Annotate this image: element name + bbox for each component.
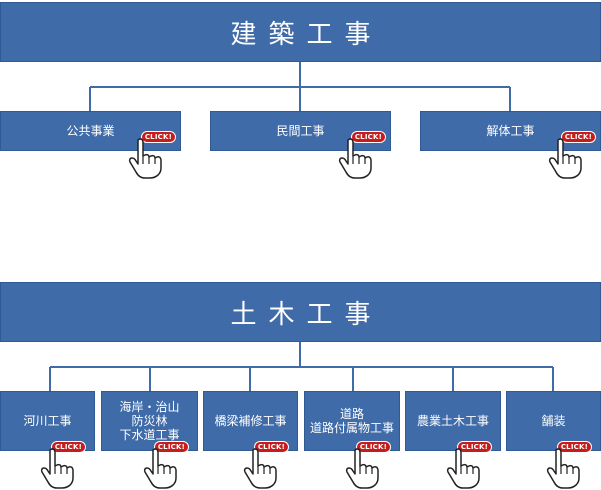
civil-item-agricultural-works[interactable]: 農業土木工事 CLICK! bbox=[405, 391, 501, 489]
pointing-hand-icon bbox=[143, 448, 177, 489]
civil-item-bridge-repair[interactable]: 橋梁補修工事 CLICK! bbox=[203, 391, 298, 489]
click-badge: CLICK! bbox=[140, 131, 176, 143]
civil-item-road-works[interactable]: 道路 道路付属物工事 CLICK! bbox=[304, 391, 400, 489]
civil-header: 土木工事 bbox=[0, 282, 601, 342]
civil-item-paving[interactable]: 舗装 CLICK! bbox=[506, 391, 601, 489]
construction-item-demolition[interactable]: 解体工事 CLICK! bbox=[420, 111, 601, 179]
item-label: 海岸・治山 防災林 下水道工事 bbox=[119, 400, 179, 442]
pointing-hand-icon bbox=[338, 138, 372, 179]
construction-title: 建築工事 bbox=[230, 19, 383, 50]
construction-item-private-works[interactable]: 民間工事 CLICK! bbox=[210, 111, 391, 179]
item-label: 農業土木工事 bbox=[417, 414, 489, 428]
item-label: 公共事業 bbox=[66, 124, 115, 138]
item-label-line: 河川工事 bbox=[23, 414, 72, 428]
click-badge: CLICK! bbox=[153, 441, 189, 453]
civil-title: 土木工事 bbox=[230, 299, 383, 330]
civil-item-coastal-erosion[interactable]: 海岸・治山 防災林 下水道工事 CLICK! bbox=[101, 391, 198, 489]
item-label-line: 橋梁補修工事 bbox=[214, 414, 287, 428]
click-badge: CLICK! bbox=[355, 441, 391, 453]
click-badge: CLICK! bbox=[350, 131, 386, 143]
item-label-line: 道路付属物工事 bbox=[309, 421, 394, 435]
pointing-hand-icon bbox=[546, 448, 580, 489]
item-label: 舗装 bbox=[541, 414, 565, 428]
pointing-hand-icon bbox=[128, 138, 162, 179]
item-label: 河川工事 bbox=[23, 414, 71, 428]
pointing-hand-icon bbox=[40, 448, 74, 489]
item-label: 民間工事 bbox=[276, 124, 325, 138]
construction-item-public-works[interactable]: 公共事業 CLICK! bbox=[0, 111, 181, 179]
click-badge: CLICK! bbox=[50, 441, 86, 453]
pointing-hand-icon bbox=[243, 448, 277, 489]
click-badge: CLICK! bbox=[556, 441, 592, 453]
pointing-hand-icon bbox=[446, 448, 480, 489]
click-badge: CLICK! bbox=[456, 441, 492, 453]
item-label-line: 道路 bbox=[339, 407, 364, 421]
item-label-line: 下水道工事 bbox=[119, 428, 180, 442]
pointing-hand-icon bbox=[548, 138, 582, 179]
click-badge: CLICK! bbox=[560, 131, 596, 143]
click-badge: CLICK! bbox=[253, 441, 289, 453]
item-label-line: 農業土木工事 bbox=[416, 414, 489, 428]
construction-header: 建築工事 bbox=[0, 2, 601, 62]
item-label-line: 舗装 bbox=[541, 414, 566, 428]
item-label: 解体工事 bbox=[486, 124, 535, 138]
item-label-line: 海岸・治山 bbox=[119, 400, 180, 414]
item-label-line: 防災林 bbox=[131, 414, 168, 428]
pointing-hand-icon bbox=[345, 448, 379, 489]
item-label: 道路 道路付属物工事 bbox=[310, 407, 394, 435]
civil-item-river-works[interactable]: 河川工事 CLICK! bbox=[0, 391, 95, 489]
item-label: 橋梁補修工事 bbox=[214, 414, 286, 428]
